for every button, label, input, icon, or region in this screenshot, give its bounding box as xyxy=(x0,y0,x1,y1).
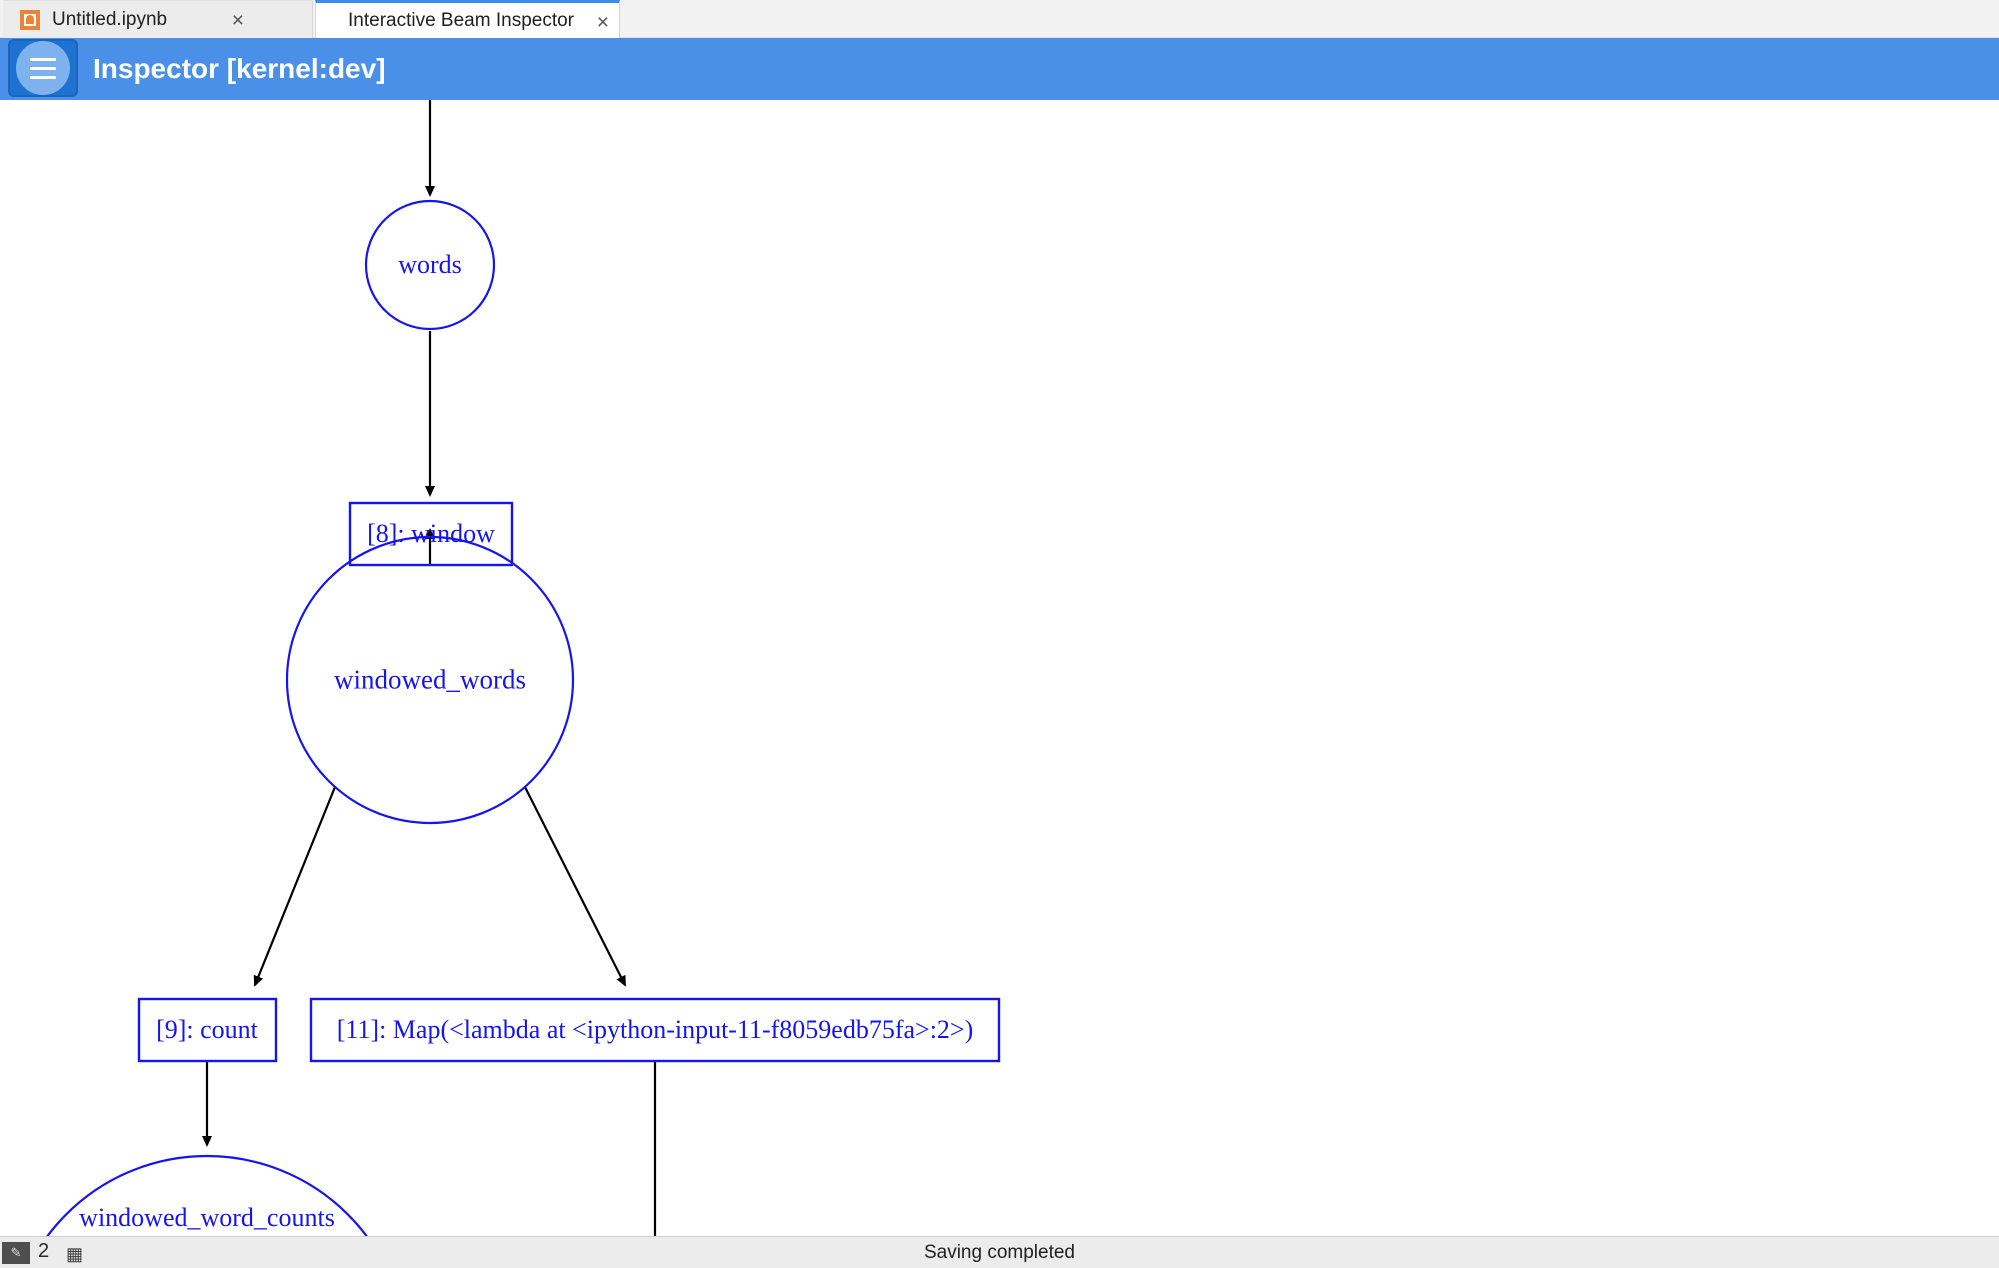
graph-node-count[interactable]: [9]: count xyxy=(156,1015,258,1044)
graph-drawing xyxy=(44,100,1001,1238)
graph-node-map[interactable]: [11]: Map(<lambda at <ipython-input-11-f… xyxy=(336,1015,974,1044)
graph-node-words[interactable]: words xyxy=(398,250,462,279)
status-message: Saving completed xyxy=(923,1242,1076,1263)
cpu-chip-icon[interactable]: ▦ xyxy=(66,1244,84,1264)
inspector-header: Inspector [kernel:dev] xyxy=(0,38,1999,100)
page-title: Inspector [kernel:dev] xyxy=(93,53,386,84)
tab-untitled-ipynb[interactable]: Untitled.ipynb × xyxy=(3,0,313,38)
tab-label: Interactive Beam Inspector xyxy=(348,9,574,31)
graph-node-windowed-words[interactable]: windowed_words xyxy=(334,664,526,695)
kernel-count: 2 xyxy=(38,1240,50,1262)
tab-label: Untitled.ipynb xyxy=(52,8,168,30)
close-icon[interactable]: × xyxy=(596,11,609,34)
hamburger-menu-icon xyxy=(16,41,70,95)
menu-toggle-button[interactable] xyxy=(8,39,78,97)
tab-interactive-beam-inspector[interactable]: Interactive Beam Inspector × xyxy=(315,0,620,38)
terminal-icon[interactable]: ✎ xyxy=(2,1242,30,1264)
jupyter-notebook-icon xyxy=(20,9,40,30)
graph-node-window[interactable]: [8]: window xyxy=(367,519,495,548)
close-icon[interactable]: × xyxy=(231,9,244,32)
graph-node-windowed-word-counts[interactable]: windowed_word_counts xyxy=(79,1203,335,1232)
tab-bar: Untitled.ipynb × Interactive Beam Inspec… xyxy=(0,0,1999,38)
status-bar: ✎ 2 ▦ Saving completed xyxy=(0,1236,1999,1268)
beam-pipeline-graph[interactable]: words [8]: window windowed_words [9]: co… xyxy=(0,100,1999,1238)
